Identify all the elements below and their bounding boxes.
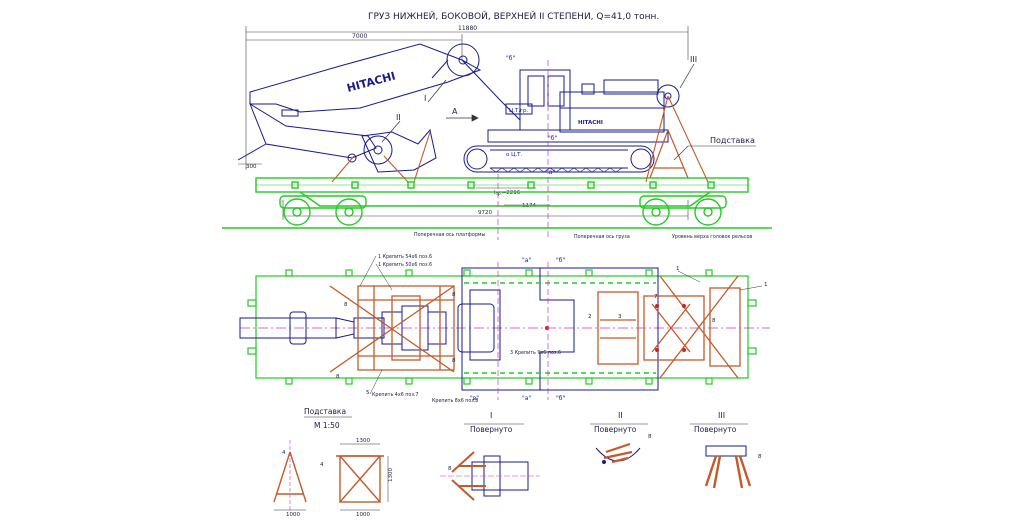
plan-mark-b-top: "б" [556,257,565,264]
excavator-plan [239,267,659,391]
plan-num-8-e: 8 [712,318,716,324]
platform-plan [247,269,757,385]
label-cg-load: Ц.Т.гр. [509,108,529,114]
detail-num-4-left: 4 [282,450,286,456]
plan-mark-b-bottom: "б" [556,395,565,402]
view-1-label: I [490,411,492,420]
plan-fix-1: 1 Крепить 54х6 поз.6 [378,254,432,260]
view-3-num-8: 8 [758,454,762,460]
arrow-a-label: А [452,107,458,116]
elevation-view: 11880 7000 300 lпр=2216 1174 9720 [222,25,772,240]
mark-b-mid: "б" [548,135,557,142]
plan-num-3: 3 [618,314,622,320]
detail-support-scale: М 1:50 [314,421,340,430]
view-1-caption: Повернуто [470,425,513,434]
platform-car [255,177,749,226]
track-guides-plan [464,282,656,374]
detail-dim-1300-top: 1300 [356,438,370,444]
plan-num-8-d: 8 [452,358,456,364]
label-support: Подставка [710,136,755,145]
view-2-lashing [603,442,633,464]
plan-num-8-c: 8 [452,292,456,298]
plan-num-7: 7 [654,294,658,300]
lashing-elevation [331,95,709,183]
drawing-title: ГРУЗ НИЖНЕЙ, БОКОВОЙ, ВЕРХНЕЙ II СТЕПЕНИ… [368,10,659,22]
plan-mark-a-top: "а" [522,257,531,264]
view-3-lashing [704,455,752,489]
section-label-3: III [690,55,697,64]
detail-dim-1000-right: 1000 [356,512,370,518]
view-2-num-8: 8 [648,434,652,440]
plan-mark-a-bottom: "а" [522,395,531,402]
view-2-caption: Повернуто [594,425,637,434]
lashing-points-plan [545,304,686,352]
dim-offset: 300 [246,164,257,170]
axis-lines-plan [497,262,549,400]
support-stand-elevation [649,129,689,179]
label-axis-platform: Поперечная ось платформы [414,232,486,238]
support-stand-detail-front [336,455,384,503]
plan-num-1-right: 1 [764,282,768,288]
section-label-1: I [424,94,426,103]
plan-fix-2: 1 Крепить 50х6 поз.6 [378,262,432,268]
view-2-label: II [618,411,623,420]
plan-num-8-a: 8 [344,302,348,308]
plan-num-2: 2 [588,314,592,320]
details-row: Подставка М 1:50 1300 1300 1000 1000 4 4… [273,407,762,518]
view-1-lashing [451,451,486,501]
section-label-2: II [396,113,401,122]
plan-fix-3: 3 Крепить 9х6 поз.6 [510,350,561,356]
mark-b-top: "б" [506,55,515,62]
detail-dim-1300-side: 1300 [388,468,394,482]
dim-front: 7000 [352,33,367,40]
dim-cg-prefix: l [494,190,496,196]
detail-support-title: Подставка [304,407,346,416]
plan-num-8-b: 8 [336,374,340,380]
label-rail-level: Уровень верха головок рельсов [672,234,752,240]
mark-a-mid: "а" [546,169,555,176]
view-3-label: III [718,411,725,420]
plan-num-5: 5 [366,390,370,396]
plan-num-1-top: 1 [676,266,680,272]
plan-leaders [359,255,763,395]
cab-brand: HITACHI [578,120,603,126]
label-cg-platform: о Ц.Т. [506,152,522,158]
excavator [237,43,680,173]
detail-dim-1000-left: 1000 [286,512,300,518]
plan-mark-v: "в" [470,395,479,402]
leader-lines [381,63,695,143]
boom-brand: HITACHI [345,69,397,94]
view-3-caption: Повернуто [694,425,737,434]
axis-lines-elevation [497,60,549,240]
lashing-plan [329,275,741,379]
plan-view: "а" "б" "в" "а" "б" 1 Крепить 54х6 поз.6… [239,254,770,404]
dim-overall: 11880 [458,25,477,32]
view-1-num-8: 8 [448,466,452,472]
plan-fix-5: Крепить 8х6 поз.8 [432,398,478,404]
label-axis-load: Поперечная ось груза [574,234,630,240]
plan-fix-4: Крепить 4х6 поз.7 [372,392,418,398]
detail-num-4-right: 4 [320,462,324,468]
view-3-drawing [705,445,747,457]
dim-base: 9720 [478,210,492,216]
dim-cg-value: 2216 [506,190,520,196]
